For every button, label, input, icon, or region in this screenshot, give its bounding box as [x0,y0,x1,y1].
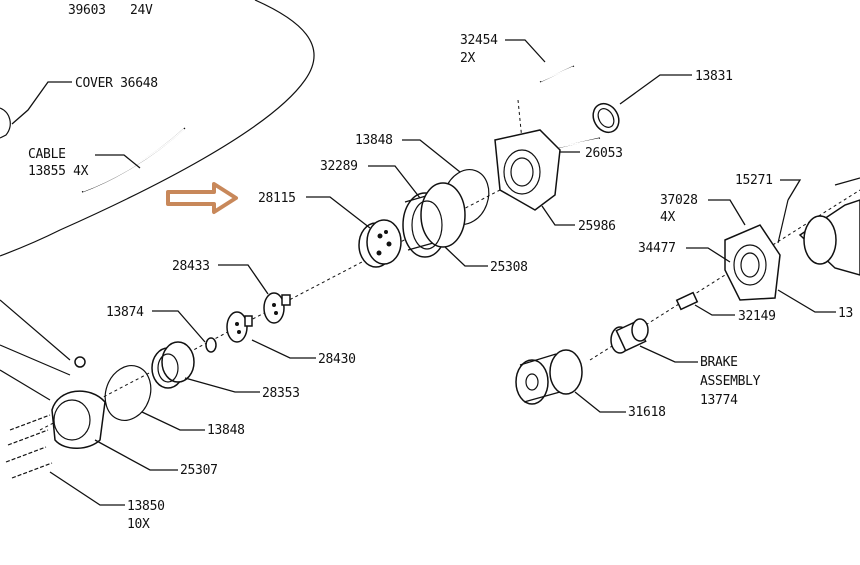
left-partial-parts [0,299,71,401]
label-13848-top: 13848 [355,133,393,148]
cover-part [0,107,11,139]
leader-brake [639,345,698,363]
label-28430: 28430 [318,352,356,367]
shaft-32149 [675,291,699,311]
label-13831: 13831 [695,69,733,84]
carrier-28115 [358,219,402,268]
cover-outline [0,0,315,257]
leader-34477 [686,247,731,263]
leader-37028 [708,199,746,226]
leader-13874 [152,310,206,343]
plate-25986 [494,129,561,211]
shaft-13874 [205,337,217,353]
ring-13831 [592,102,620,134]
label-25986: 25986 [578,219,616,234]
label-34477: 34477 [638,241,676,256]
leader-25308 [444,246,488,267]
label-32149: 32149 [738,309,776,324]
leader-32454 [505,39,546,63]
label-brake-3: 13774 [700,393,738,408]
label-25307: 25307 [180,463,218,478]
label-13848-bottom: 13848 [207,423,245,438]
label-37028: 37028 [660,193,698,208]
leader-cable [95,154,141,169]
leader-13850 [49,471,125,506]
leader-28430 [251,339,316,359]
leader-13848-bottom [141,411,205,431]
motor-housing-right [798,177,860,276]
leader-13831 [619,74,692,105]
label-top-left-1: 39603 [68,3,106,18]
label-25308: 25308 [490,260,528,275]
leader-13-right [777,289,836,313]
label-brake-1: BRAKE [700,355,738,370]
bolt-15271 [777,199,789,244]
label-top-left-2: 24V [130,3,153,18]
label-26053: 26053 [585,146,623,161]
drum-28353 [151,341,195,389]
label-cable-1: CABLE [28,147,66,162]
highlight-arrow [166,182,238,214]
brake-plate-34477 [724,224,781,301]
label-31618: 31618 [628,405,666,420]
label-32289: 32289 [320,159,358,174]
leader-31618 [574,391,626,413]
drum-31618 [515,349,583,405]
leader-25307 [94,439,178,471]
leader-28353 [184,377,260,393]
leader-13848-top [402,139,461,173]
gear-28430 [226,311,253,343]
axis-pin [517,99,523,141]
label-cable-2: 13855 4X [28,164,89,179]
label-28115: 28115 [258,191,296,206]
label-28433: 28433 [172,259,210,274]
label-32454: 32454 [460,33,498,48]
cable [81,127,186,193]
leader-32149 [694,304,735,316]
label-15271: 15271 [735,173,773,188]
oring-13848-bottom [104,365,152,421]
label-13850-qty: 10X [127,517,150,532]
leader-28115 [306,196,371,229]
label-13850: 13850 [127,499,165,514]
leader-28433 [218,264,269,295]
label-13874: 13874 [106,305,144,320]
leader-25986 [541,205,575,226]
label-28353: 28353 [262,386,300,401]
label-32454-qty: 2X [460,51,476,66]
label-13-right: 13 [838,306,853,321]
label-brake-2: ASSEMBLY [700,374,761,389]
leader-15271 [780,179,802,201]
label-cover: COVER 36648 [75,76,158,91]
label-37028-qty: 4X [660,210,676,225]
leader-cover [11,81,72,125]
ring-gear-25308 [402,182,466,258]
leader-32289 [368,165,421,199]
gear-28433 [263,292,291,324]
screws-13850 [5,414,53,479]
brake-assembly-13774 [610,318,649,354]
end-cap-25307 [51,356,106,449]
pin-32454 [539,65,575,83]
